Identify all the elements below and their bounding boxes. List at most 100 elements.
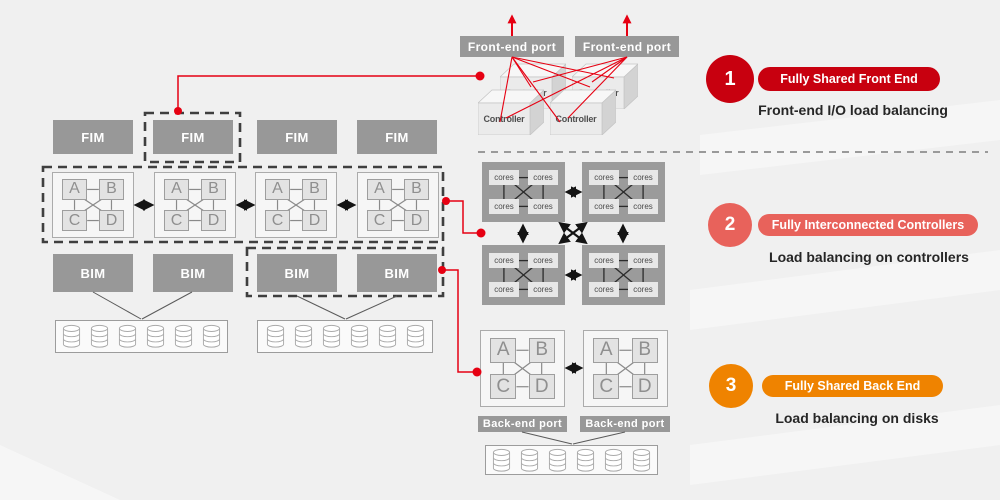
quad-cell-b: B: [98, 178, 125, 201]
fim-module-2: FIM: [153, 120, 233, 154]
disk-icon: [90, 324, 109, 348]
badge-title-3: Fully Shared Back End: [762, 375, 943, 397]
disk-icon: [548, 448, 567, 472]
badge-description-1: Front-end I/O load balancing: [758, 102, 948, 118]
quad-cell-c: C: [366, 209, 393, 232]
quad-cell-b: B: [200, 178, 227, 201]
quad-connections: [584, 331, 667, 406]
disk-icon: [118, 324, 137, 348]
disk-icon: [146, 324, 165, 348]
back-end-port-1: Back-end port: [478, 416, 567, 432]
cores-cell: cores: [527, 169, 558, 185]
quad-cell-d: D: [98, 209, 125, 232]
badge-number-3: 3: [709, 364, 753, 408]
cores-cell: cores: [527, 252, 558, 268]
front-end-port-2: Front-end port: [575, 36, 679, 57]
disk-icon: [378, 324, 396, 348]
quad-cell-d: D: [631, 374, 658, 400]
badge-title-2: Fully Interconnected Controllers: [758, 214, 978, 236]
badge-description-3: Load balancing on disks: [775, 410, 939, 426]
cores-cell: cores: [488, 169, 519, 185]
fim-module-3: FIM: [257, 120, 337, 154]
bim-module-3: BIM: [257, 254, 337, 292]
quad-cell-c: C: [264, 209, 291, 232]
badge-title-1: Fully Shared Front End: [758, 67, 940, 91]
disk-icon: [322, 324, 340, 348]
quad-cell-c: C: [61, 209, 88, 232]
disk-icon: [604, 448, 623, 472]
disk-icon: [576, 448, 595, 472]
quad-connections: [481, 331, 564, 406]
cores-connections: [582, 245, 665, 305]
bim-module-1: BIM: [53, 254, 133, 292]
badge-description-2: Load balancing on controllers: [769, 249, 969, 265]
disk-shelf-3: [485, 445, 658, 475]
cores-cell: cores: [627, 252, 658, 268]
controller-cube-label: Controller: [483, 114, 525, 124]
back-end-port-2: Back-end port: [580, 416, 670, 432]
cores-cell: cores: [527, 199, 558, 215]
disk-icon: [174, 324, 193, 348]
quad-cell-a: A: [264, 178, 291, 201]
quad-cell-b: B: [631, 337, 658, 363]
cores-cell: cores: [488, 252, 519, 268]
quad-cell-d: D: [200, 209, 227, 232]
cores-cell: cores: [588, 252, 619, 268]
quad-cell-a: A: [61, 178, 88, 201]
cores-cell: cores: [488, 199, 519, 215]
quad-cell-b: B: [301, 178, 328, 201]
cores-cell: cores: [627, 199, 658, 215]
quad-cell-a: A: [366, 178, 393, 201]
quad-cell-d: D: [301, 209, 328, 232]
quad-cell-a: A: [163, 178, 190, 201]
disk-icon: [632, 448, 651, 472]
badge-number-1: 1: [706, 55, 754, 103]
cores-cell: cores: [588, 169, 619, 185]
controller-cube-3: Controller: [477, 88, 545, 136]
quad-cell-d: D: [528, 374, 555, 400]
front-end-port-1: Front-end port: [460, 36, 564, 57]
quad-cell-c: C: [593, 374, 620, 400]
quad-cell-d: D: [403, 209, 430, 232]
disk-icon: [266, 324, 284, 348]
quad-cell-b: B: [403, 178, 430, 201]
cores-cell: cores: [627, 282, 658, 298]
controller-cube-4: Controller: [549, 88, 617, 136]
disk-icon: [492, 448, 511, 472]
disk-shelf-1: [55, 320, 228, 353]
disk-icon: [294, 324, 312, 348]
badge-number-2: 2: [708, 203, 752, 247]
cores-block-1: cores cores cores cores: [482, 162, 565, 222]
disk-icon: [406, 324, 424, 348]
disk-icon: [520, 448, 539, 472]
bim-module-4: BIM: [357, 254, 437, 292]
cores-cell: cores: [488, 282, 519, 298]
fim-module-1: FIM: [53, 120, 133, 154]
quad-cell-a: A: [490, 337, 517, 363]
cores-block-2: cores cores cores cores: [582, 162, 665, 222]
cores-block-3: cores cores cores cores: [482, 245, 565, 305]
bim-module-2: BIM: [153, 254, 233, 292]
front-end-up-arrows: [507, 14, 632, 36]
quad-cell-a: A: [593, 337, 620, 363]
quad-cell-c: C: [163, 209, 190, 232]
quad-cell-b: B: [528, 337, 555, 363]
cores-block-4: cores cores cores cores: [582, 245, 665, 305]
cores-cell: cores: [588, 199, 619, 215]
fim-module-4: FIM: [357, 120, 437, 154]
cores-connections: [582, 162, 665, 222]
cores-cell: cores: [627, 169, 658, 185]
cores-cell: cores: [588, 282, 619, 298]
disk-shelf-2: [257, 320, 433, 353]
disk-icon: [350, 324, 368, 348]
cores-cell: cores: [527, 282, 558, 298]
cores-connections: [482, 245, 565, 305]
quad-cell-c: C: [490, 374, 517, 400]
